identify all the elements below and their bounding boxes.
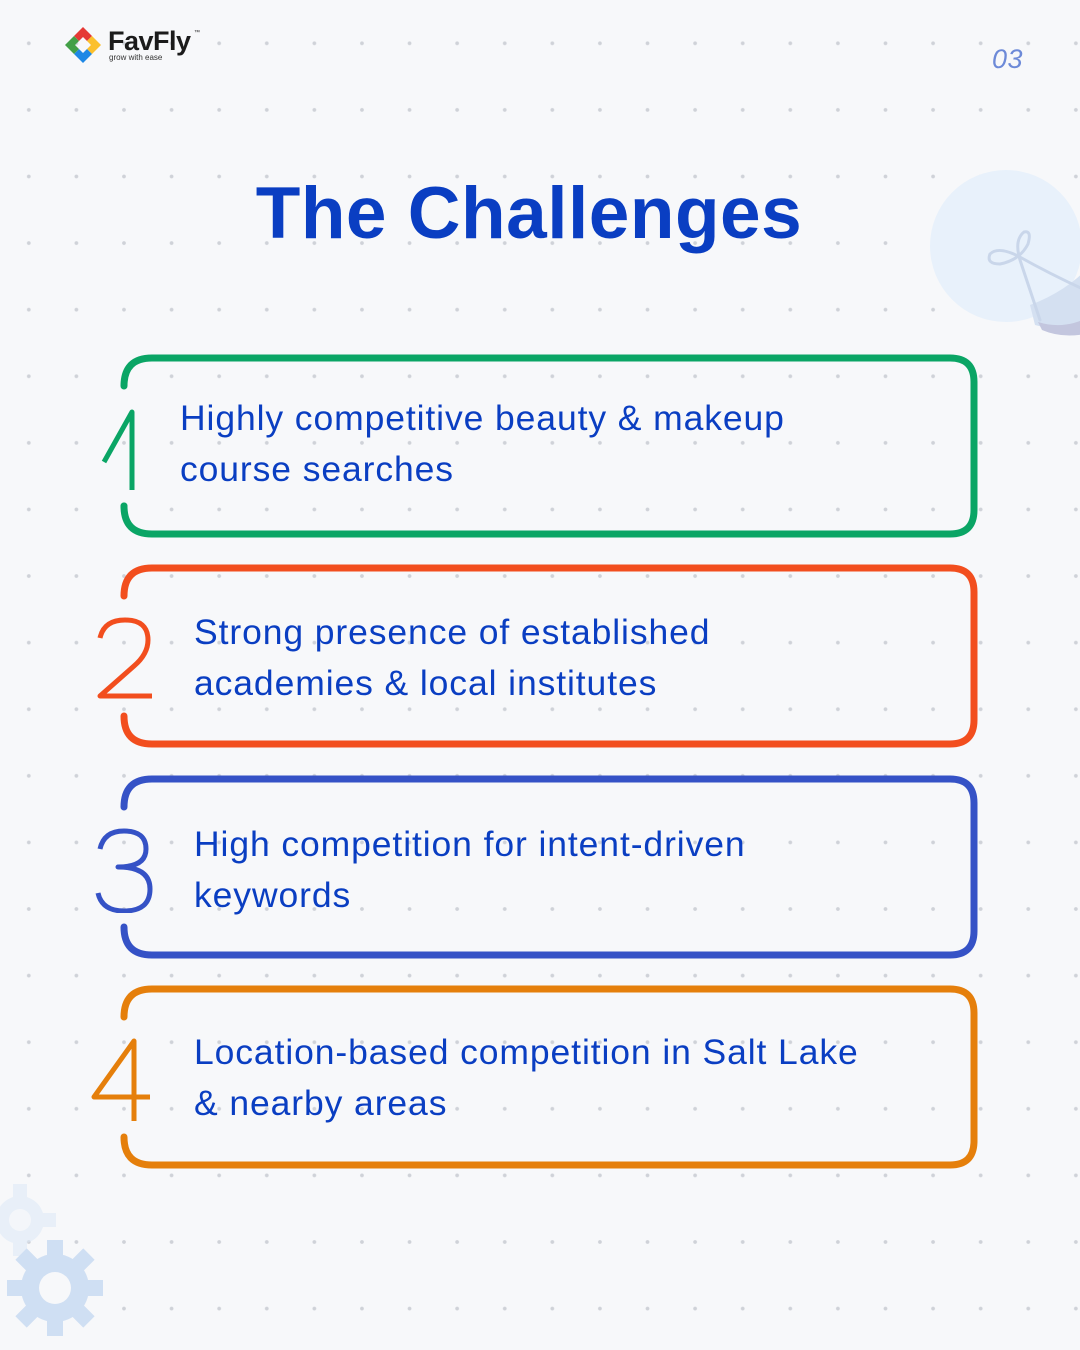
gear-icon: [2, 1238, 108, 1343]
challenge-line-1: Location-based competition in Salt Lake: [194, 1032, 859, 1072]
number-2-icon: [97, 617, 152, 699]
lightbulb-icon: [920, 160, 1080, 345]
challenge-card-2: 2 Strong presence of established academi…: [97, 564, 978, 748]
challenge-card-3: 3 High competition for intent-driven key…: [95, 775, 978, 959]
challenge-text: Strong presence of established academies…: [194, 607, 710, 709]
challenge-line-2: course searches: [180, 449, 454, 489]
challenge-text: Location-based competition in Salt Lake …: [194, 1027, 859, 1129]
challenge-line-2: academies & local institutes: [194, 663, 658, 703]
card-border: [120, 564, 978, 748]
challenge-card-1: 1 Highly competitive beauty & makeup cou…: [101, 354, 978, 538]
page-title: The Challenges: [255, 173, 803, 254]
card-border: [120, 985, 978, 1169]
challenge-card-4: 4 Location-based competition in Salt Lak…: [91, 985, 978, 1169]
challenge-line-1: High competition for intent-driven: [194, 824, 746, 864]
page-number: 03: [992, 44, 1024, 74]
card-border: [120, 775, 978, 959]
number-3-icon: [95, 828, 153, 913]
challenge-line-2: & nearby areas: [194, 1083, 448, 1123]
challenge-line-2: keywords: [194, 875, 352, 915]
challenge-line-1: Highly competitive beauty & makeup: [180, 398, 785, 438]
challenge-text: High competition for intent-driven keywo…: [194, 819, 746, 921]
challenge-line-1: Strong presence of established: [194, 612, 711, 652]
brand-tagline: grow with ease: [109, 53, 163, 62]
challenge-text: Highly competitive beauty & makeup cours…: [180, 393, 785, 495]
card-border: [120, 354, 978, 538]
number-4-icon: [91, 1038, 150, 1121]
number-1-icon: [101, 409, 135, 490]
favfly-logo-icon: [62, 24, 104, 66]
trademark-symbol: ™: [194, 30, 200, 36]
